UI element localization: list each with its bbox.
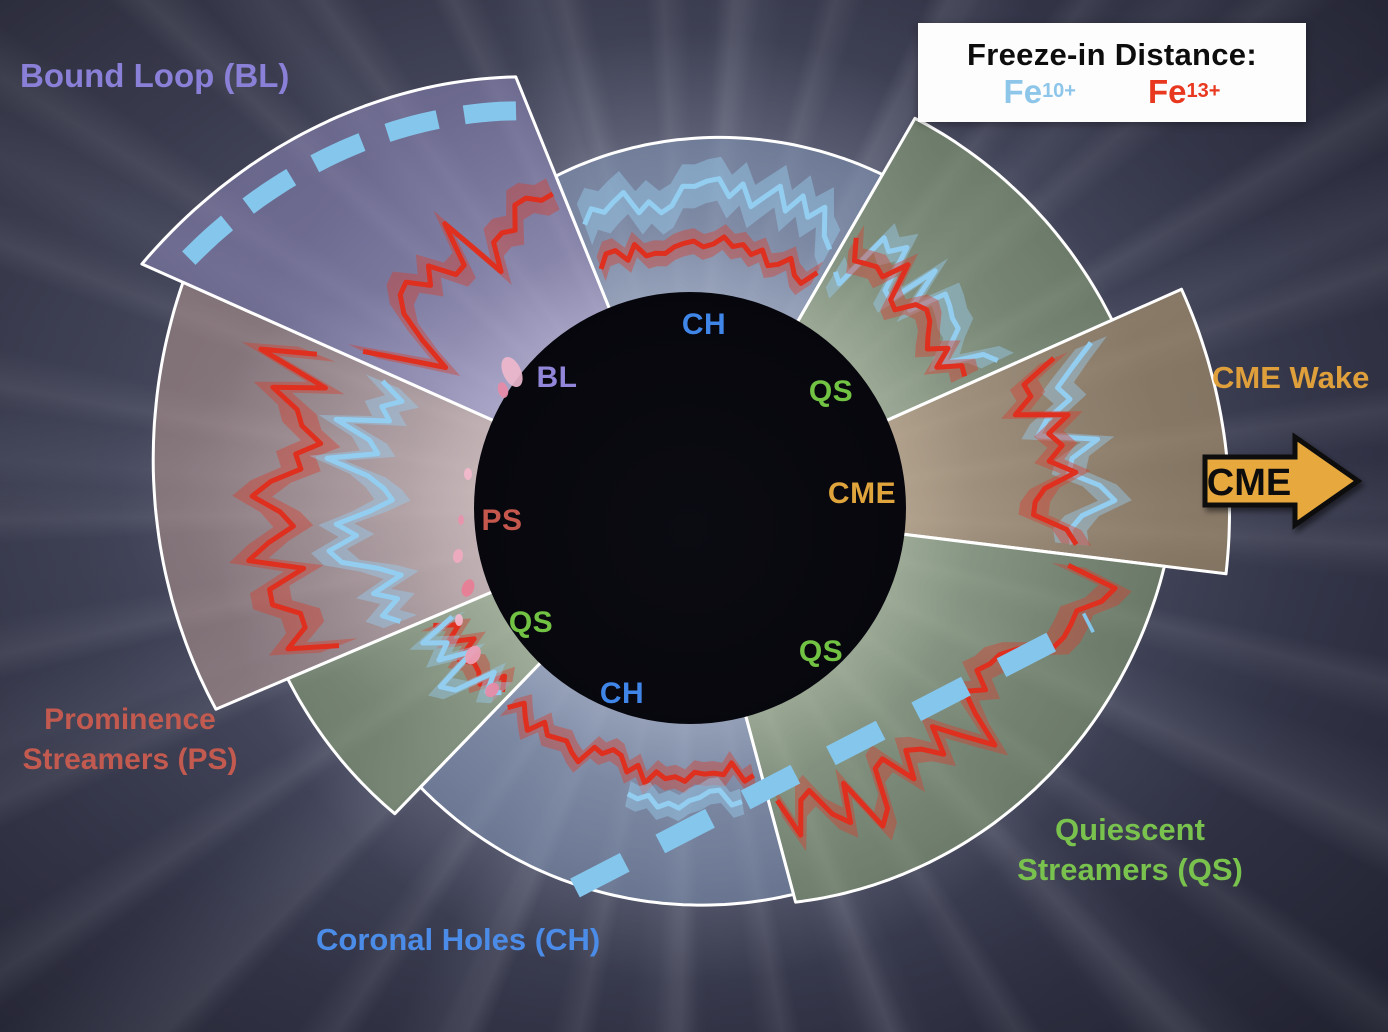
freeze-in-legend: Freeze-in Distance: Fe10+ Fe13+ <box>918 23 1306 122</box>
cme-arrow: CME <box>1202 432 1363 530</box>
prominence-blob-2 <box>464 468 472 480</box>
fe10-band-cht <box>576 156 841 269</box>
fe10-band-chb <box>625 777 745 822</box>
legend-title: Freeze-in Distance: <box>967 37 1257 72</box>
fe13-trace-ps <box>246 346 340 652</box>
fe13-trace-qsbr <box>775 562 1118 838</box>
moon-disk <box>474 292 906 724</box>
prominences <box>452 357 523 698</box>
prominence-blob-8 <box>485 682 499 698</box>
fe10-dashed-line-qs-ch <box>570 612 1095 898</box>
legend-fe10-label: Fe10+ <box>1003 73 1076 110</box>
fe13-trace-cme <box>1012 356 1079 546</box>
fe13-trace-qstr <box>852 237 968 378</box>
fe13-band-cme <box>1001 352 1092 546</box>
prominence-blob-6 <box>455 614 463 626</box>
prominence-blob-3 <box>458 515 464 525</box>
fe10-band-ps <box>309 374 419 629</box>
fe10-trace-cme <box>1035 341 1118 545</box>
prominence-blob-4 <box>452 549 464 563</box>
legend-ion-row: Fe10+ Fe13+ <box>1004 75 1221 108</box>
fe13-trace-chb <box>507 700 756 786</box>
prominence-blob-1 <box>497 382 509 398</box>
fe13-band-chb <box>499 694 757 796</box>
prominence-blob-7 <box>465 645 481 665</box>
fe13-band-bl <box>347 178 560 376</box>
fe13-trace-cht <box>598 234 819 286</box>
fe13-band-cht <box>596 224 824 296</box>
legend-fe13-label: Fe13+ <box>1148 73 1221 110</box>
fe10-trace-cht <box>582 176 833 251</box>
prominence-blob-5 <box>461 579 475 597</box>
cme-arrow-label: CME <box>1207 462 1291 504</box>
fe10-trace-qsbl <box>420 614 502 696</box>
fe13-band-qsbr <box>772 562 1132 852</box>
fe10-trace-ps <box>324 379 405 624</box>
fe10-dashed-arc-bl <box>182 101 526 265</box>
prominence-blob-0 <box>501 357 523 387</box>
cme-arrow-shape <box>1202 432 1363 530</box>
fe10-trace-chb <box>626 787 743 811</box>
fe13-trace-bl <box>362 191 555 370</box>
